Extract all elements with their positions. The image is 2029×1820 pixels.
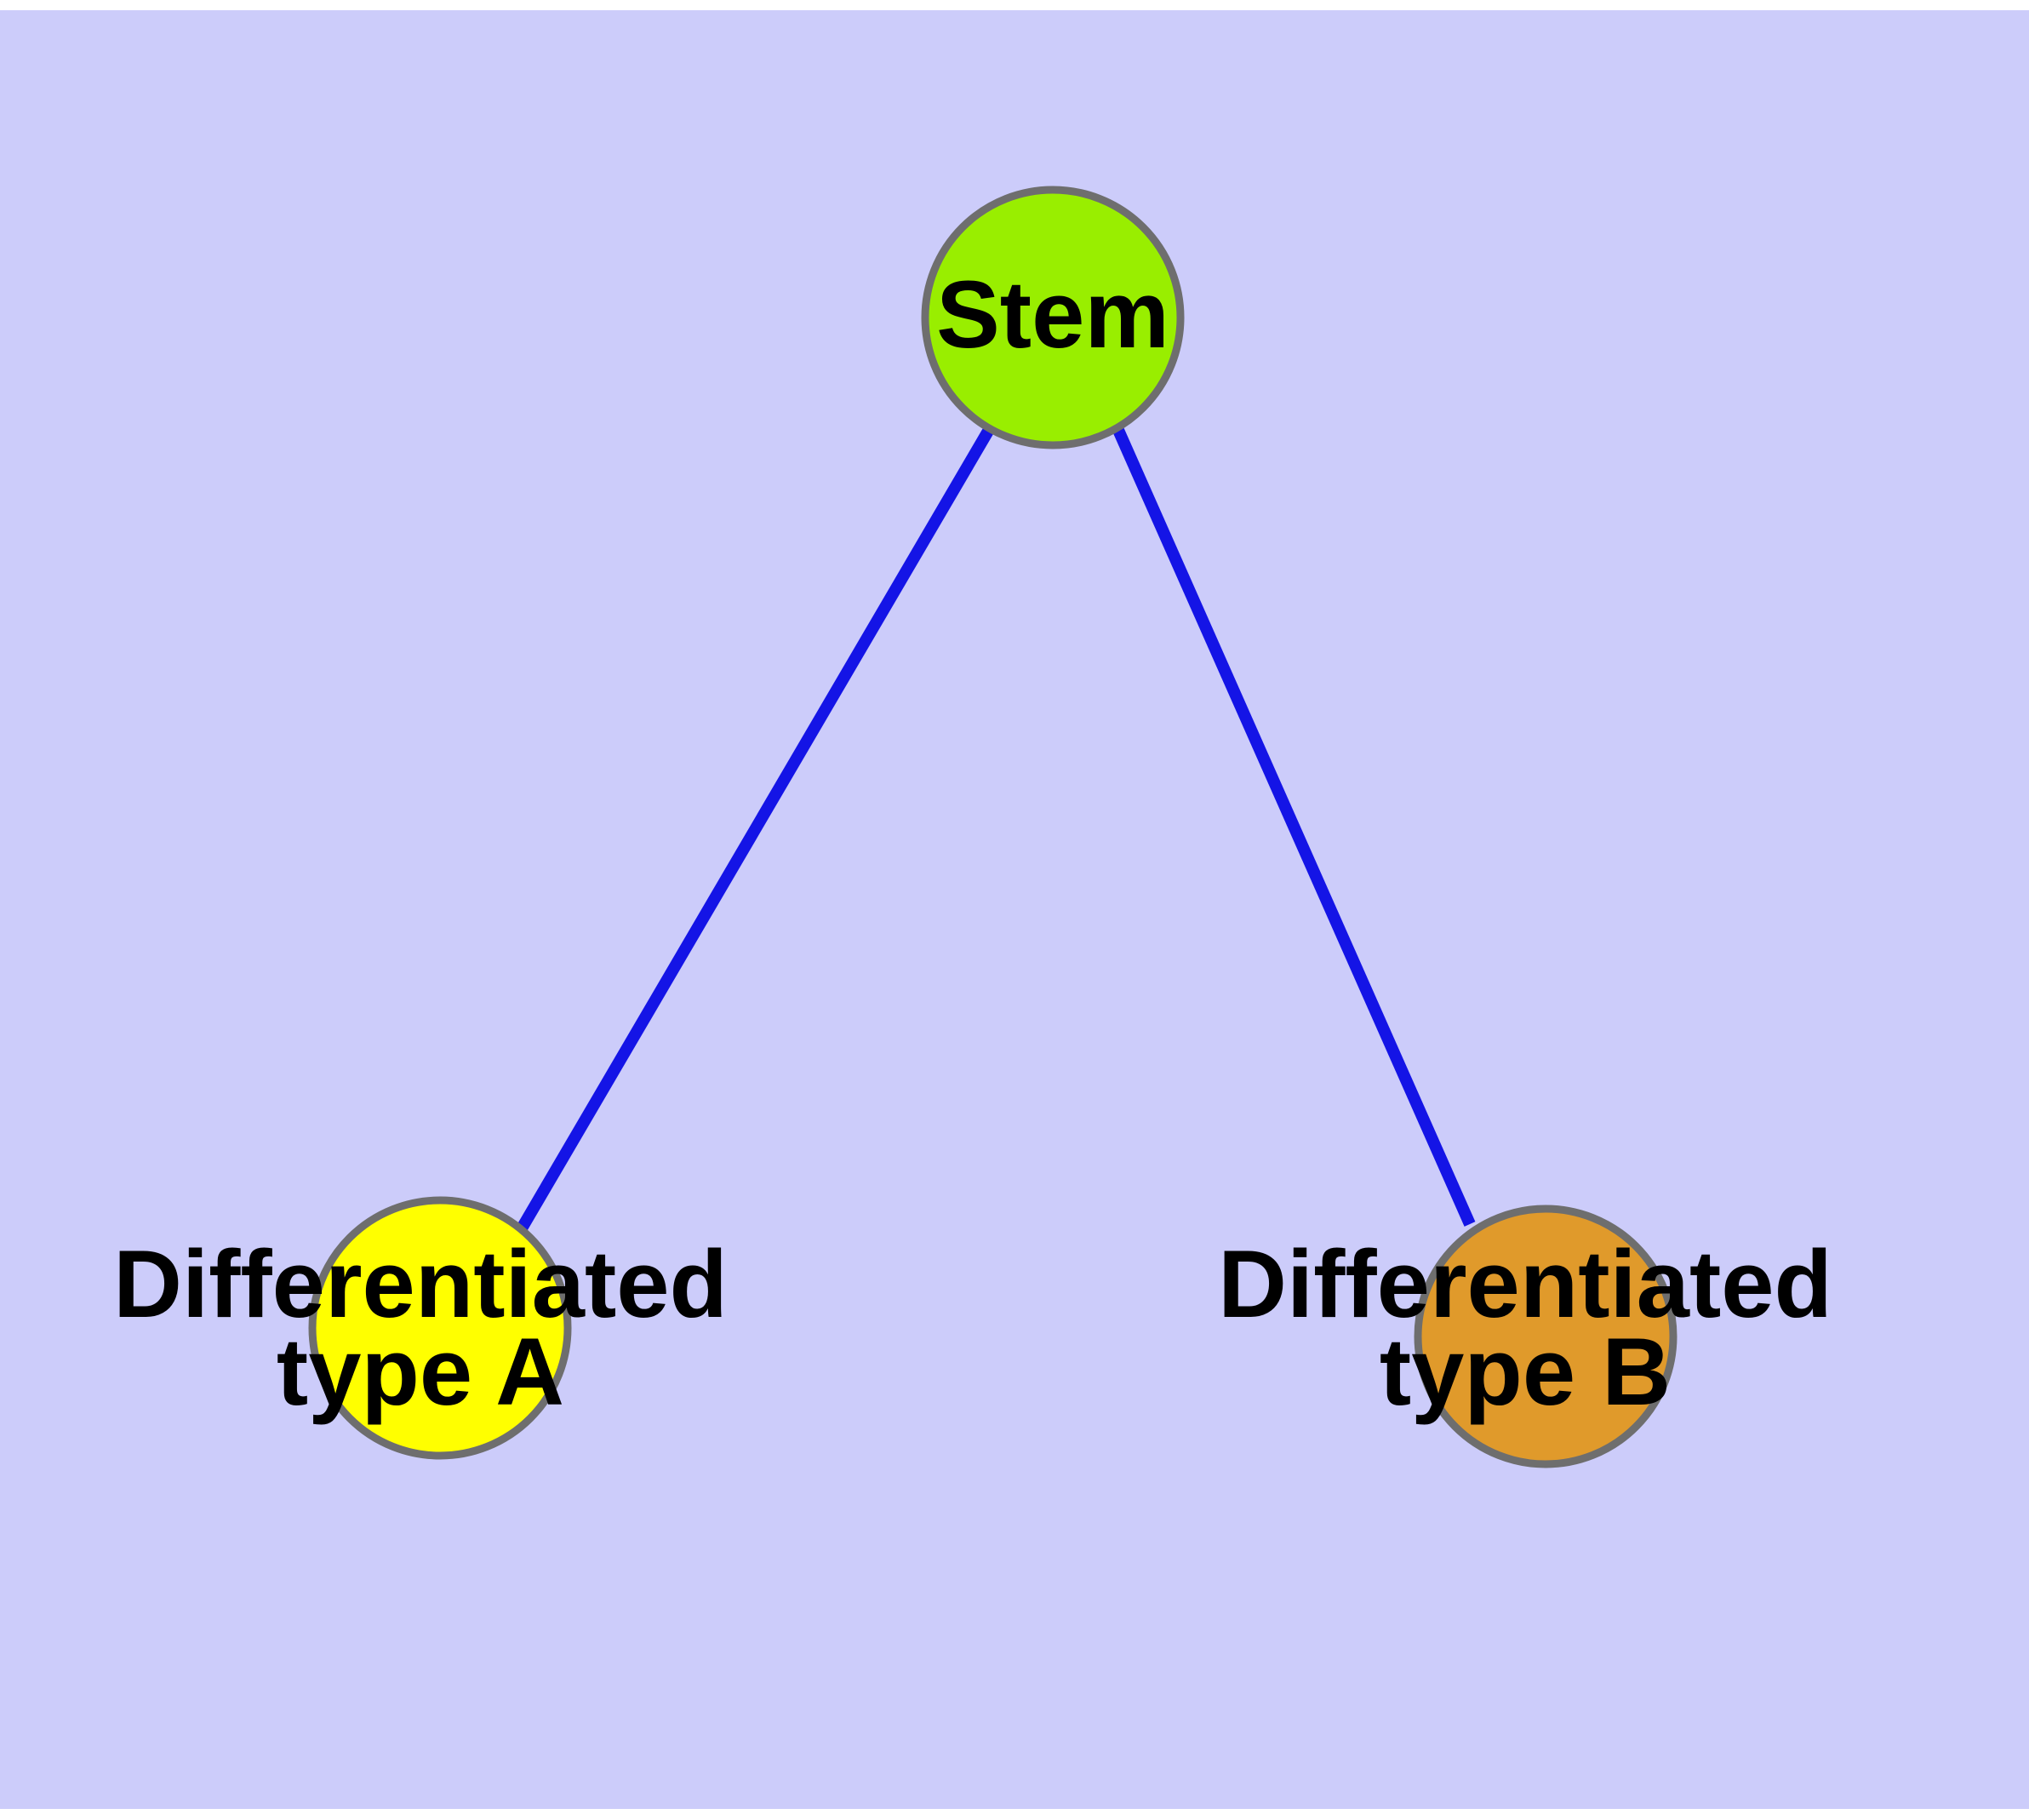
node-label-stem: Stem: [936, 261, 1169, 368]
label-layer: Stem Differentiated type A Differentiate…: [113, 261, 1832, 1425]
node-differentiated-type-b[interactable]: [1414, 1205, 1677, 1468]
node-label-differentiated-type-a-line1: Differentiated: [113, 1231, 728, 1337]
node-layer: [308, 186, 1677, 1468]
node-stem[interactable]: [921, 186, 1185, 449]
node-label-differentiated-type-b-line1: Differentiated: [1218, 1231, 1832, 1337]
node-label-differentiated-type-b-line2: type B: [1380, 1319, 1671, 1425]
edge-stem-to-differentiated-type-a[interactable]: [516, 425, 996, 1232]
node-label-differentiated-type-a-line2: type A: [277, 1319, 564, 1425]
edge-stem-to-differentiated-type-b[interactable]: [1112, 426, 1476, 1227]
edge-layer: [516, 425, 1476, 1232]
node-differentiated-type-a[interactable]: [308, 1196, 572, 1460]
